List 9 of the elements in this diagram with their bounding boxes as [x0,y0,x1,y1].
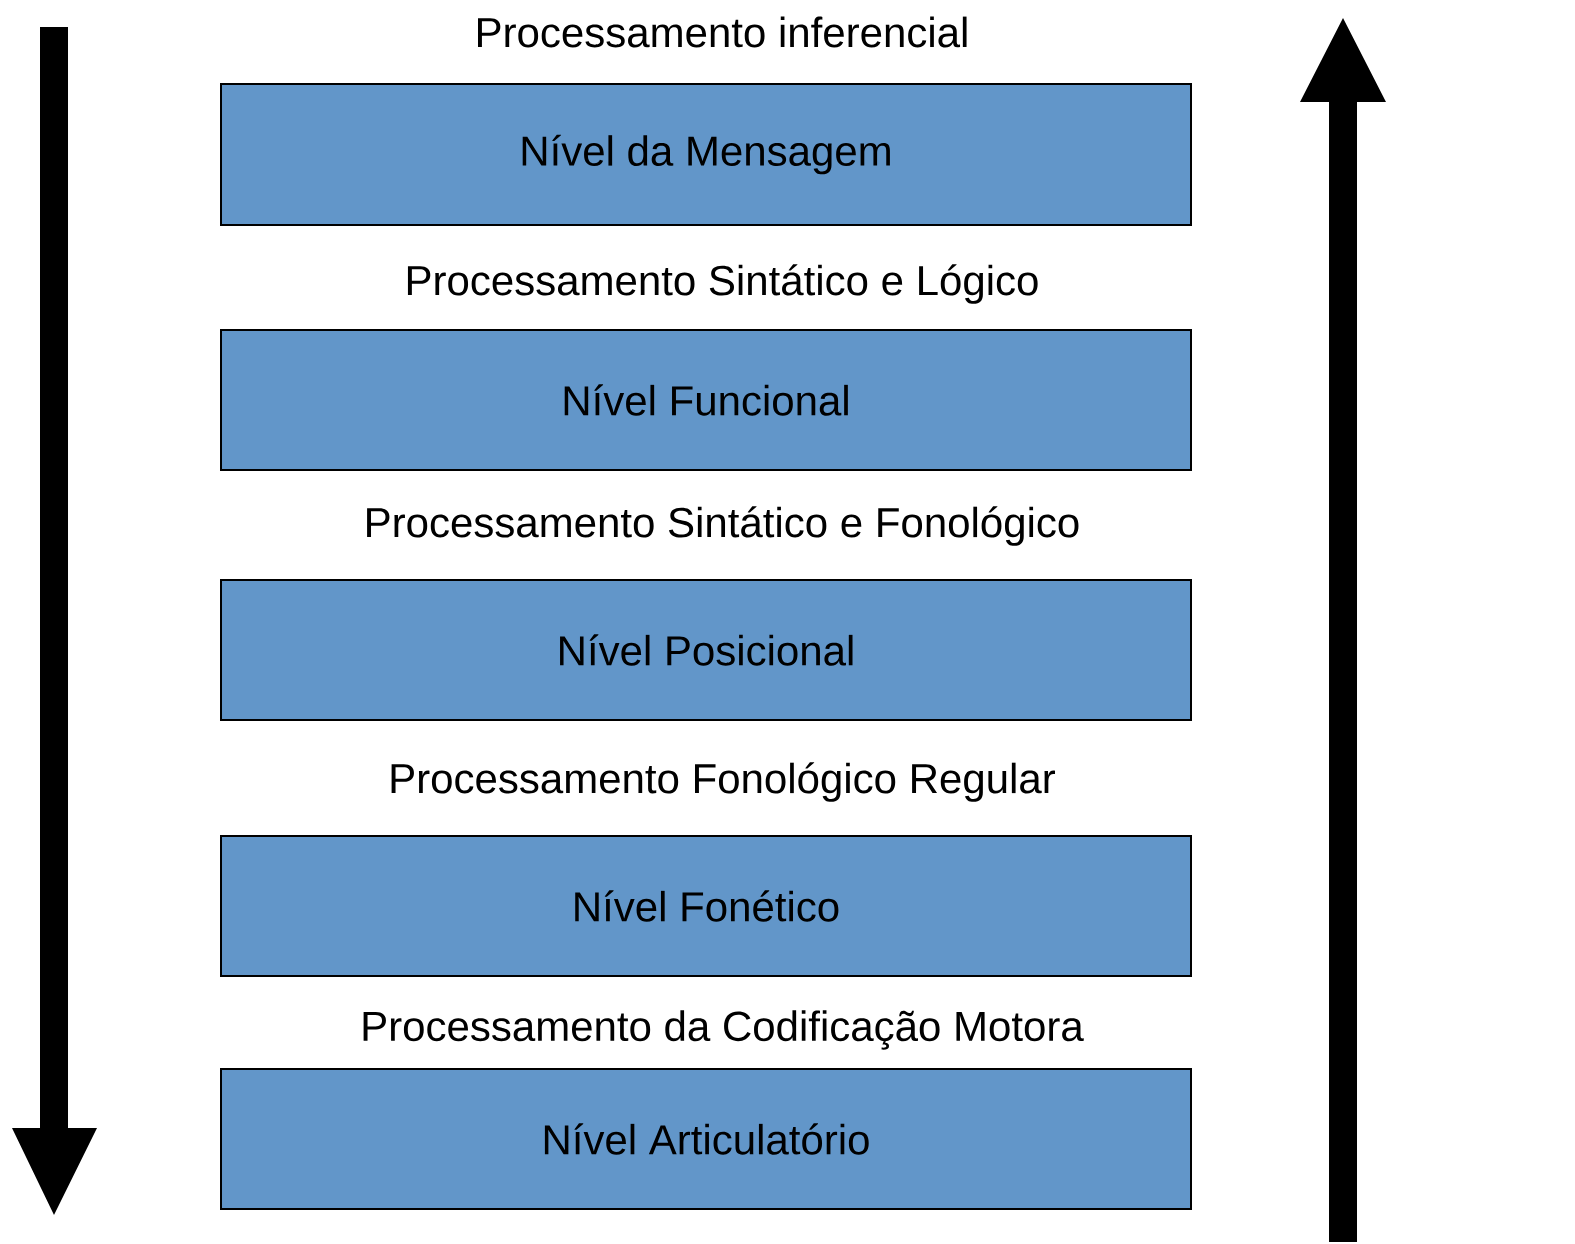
level-box: Nível Articulatório [220,1068,1192,1210]
stage-label: Processamento da Codificação Motora [363,1010,1084,1050]
stage-label: Processamento Sintático e Lógico [407,264,1038,304]
level-box: Nível Fonético [220,835,1192,977]
level-box: Nível da Mensagem [220,83,1192,226]
level-box: Nível Funcional [220,329,1192,471]
stage-label: Processamento Fonológico Regular [391,762,1055,802]
stage-label: Processamento Sintático e Fonológico [367,506,1079,546]
level-box: Nível Posicional [220,579,1192,721]
